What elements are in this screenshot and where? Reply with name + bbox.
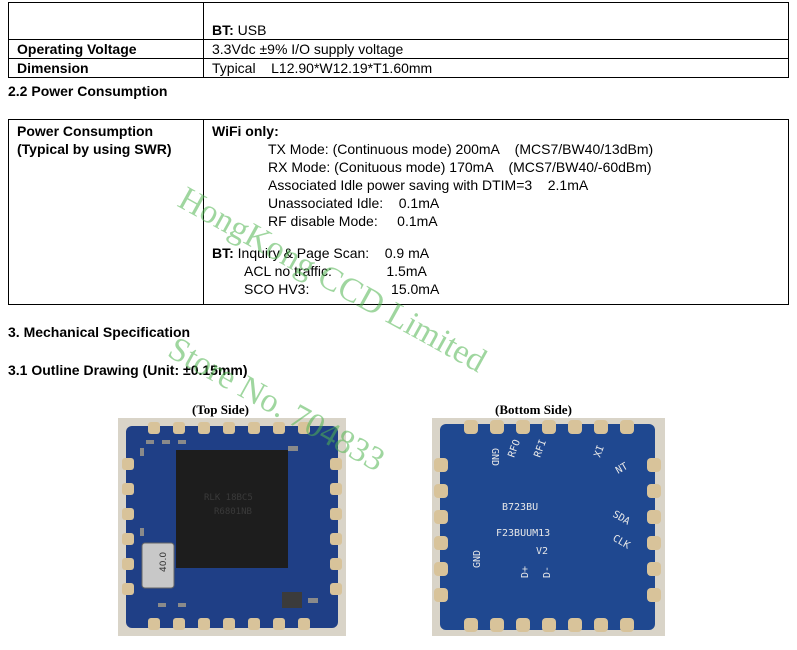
bottom-marking-line3: V2 <box>536 546 548 557</box>
table-cell-label: Operating Voltage <box>8 39 204 59</box>
power-label-line1: Power Consumption <box>17 123 154 139</box>
bt-power-value: Inquiry & Page Scan: 0.9 mA <box>233 245 430 261</box>
pin-label: D+ <box>520 566 531 578</box>
table-cell-value: 3.3Vdc ±9% I/O supply voltage <box>203 39 789 59</box>
chip-marking-line1: RLK 18BC5 <box>204 493 253 503</box>
table-cell-value: BT: USB <box>203 2 789 40</box>
module-top-side-photo: RLK 18BC5 R6801NB 40.0 <box>118 418 346 636</box>
pin-label: XI <box>592 444 606 459</box>
wifi-line: RX Mode: (Conituous mode) 170mA (MCS7/BW… <box>268 159 652 175</box>
pin-label: D- <box>542 566 553 578</box>
power-consumption-table: Power Consumption (Typical by using SWR)… <box>8 119 789 305</box>
chip <box>176 450 288 568</box>
table-cell-label: Dimension <box>8 58 204 78</box>
section-heading-3: 3. Mechanical Specification <box>8 324 191 340</box>
top-spec-table: BT: USB Operating Voltage 3.3Vdc ±9% I/O… <box>8 2 789 78</box>
caption-top-side: (Top Side) <box>192 402 249 417</box>
bt-first-line: BT: Inquiry & Page Scan: 0.9 mA <box>212 244 780 262</box>
bt-line: SCO HV3: 15.0mA <box>244 281 440 297</box>
table-cell-value: Typical L12.90*W12.19*T1.60mm <box>203 58 789 78</box>
bottom-marking-line1: B723BU <box>502 502 538 513</box>
power-label-line2: (Typical by using SWR) <box>17 141 172 157</box>
power-label-cell: Power Consumption (Typical by using SWR) <box>8 119 204 305</box>
bottom-marking-line2: F23BUUM13 <box>496 528 550 539</box>
pin-label: GND <box>489 448 500 466</box>
wifi-title: WiFi only: <box>212 123 279 139</box>
chip-marking-line2: R6801NB <box>214 507 252 517</box>
wifi-line: Associated Idle power saving with DTIM=3… <box>268 177 589 193</box>
section-heading-3-1: 3.1 Outline Drawing (Unit: ±0.15mm) <box>8 362 248 378</box>
bt-line: ACL no traffic: 1.5mA <box>244 263 427 279</box>
pin-label: GND <box>472 550 483 568</box>
table-cell-label <box>8 2 204 40</box>
bt-power-label: BT: <box>212 245 234 261</box>
pin-label: NT <box>614 461 630 477</box>
crystal-marking: 40.0 <box>159 552 169 572</box>
crystal <box>141 542 175 589</box>
wifi-line: RF disable Mode: 0.1mA <box>268 213 438 229</box>
wifi-line: Unassociated Idle: 0.1mA <box>268 195 440 211</box>
section-heading-2-2: 2.2 Power Consumption <box>8 83 168 99</box>
caption-bottom-side: (Bottom Side) <box>495 402 572 417</box>
power-value-cell: WiFi only: TX Mode: (Continuous mode) 20… <box>203 119 789 305</box>
bt-label: BT: <box>212 22 234 38</box>
smd-component <box>282 592 302 608</box>
module-bottom-side-photo: B723BU F23BUUM13 V2 GND RFO RFI XI NT SD… <box>432 418 665 636</box>
wifi-line: TX Mode: (Continuous mode) 200mA (MCS7/B… <box>268 141 654 157</box>
bt-value: USB <box>233 22 267 38</box>
